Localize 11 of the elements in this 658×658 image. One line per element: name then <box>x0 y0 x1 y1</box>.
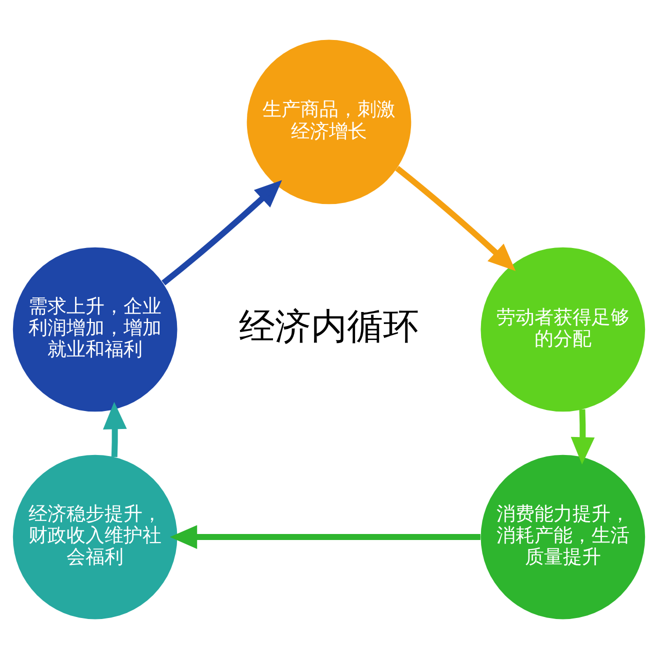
arrow <box>395 165 516 270</box>
node-circle: 劳动者获得足够的分配 <box>480 246 646 412</box>
arrow <box>570 408 595 464</box>
node-circle: 需求上升，企业利润增加，增加就业和福利 <box>12 246 178 412</box>
label: 经济内循环 <box>239 306 419 347</box>
arrow <box>162 180 282 285</box>
node-circle: 消费能力提升，消耗产能，生活质量提升 <box>480 454 646 619</box>
node-circle: 经济稳步提升，财政收入维护社会福利 <box>12 454 178 619</box>
node-circle: 生产商品，刺激经济增长 <box>246 39 412 204</box>
arrow <box>170 524 480 548</box>
arrow <box>102 401 127 457</box>
